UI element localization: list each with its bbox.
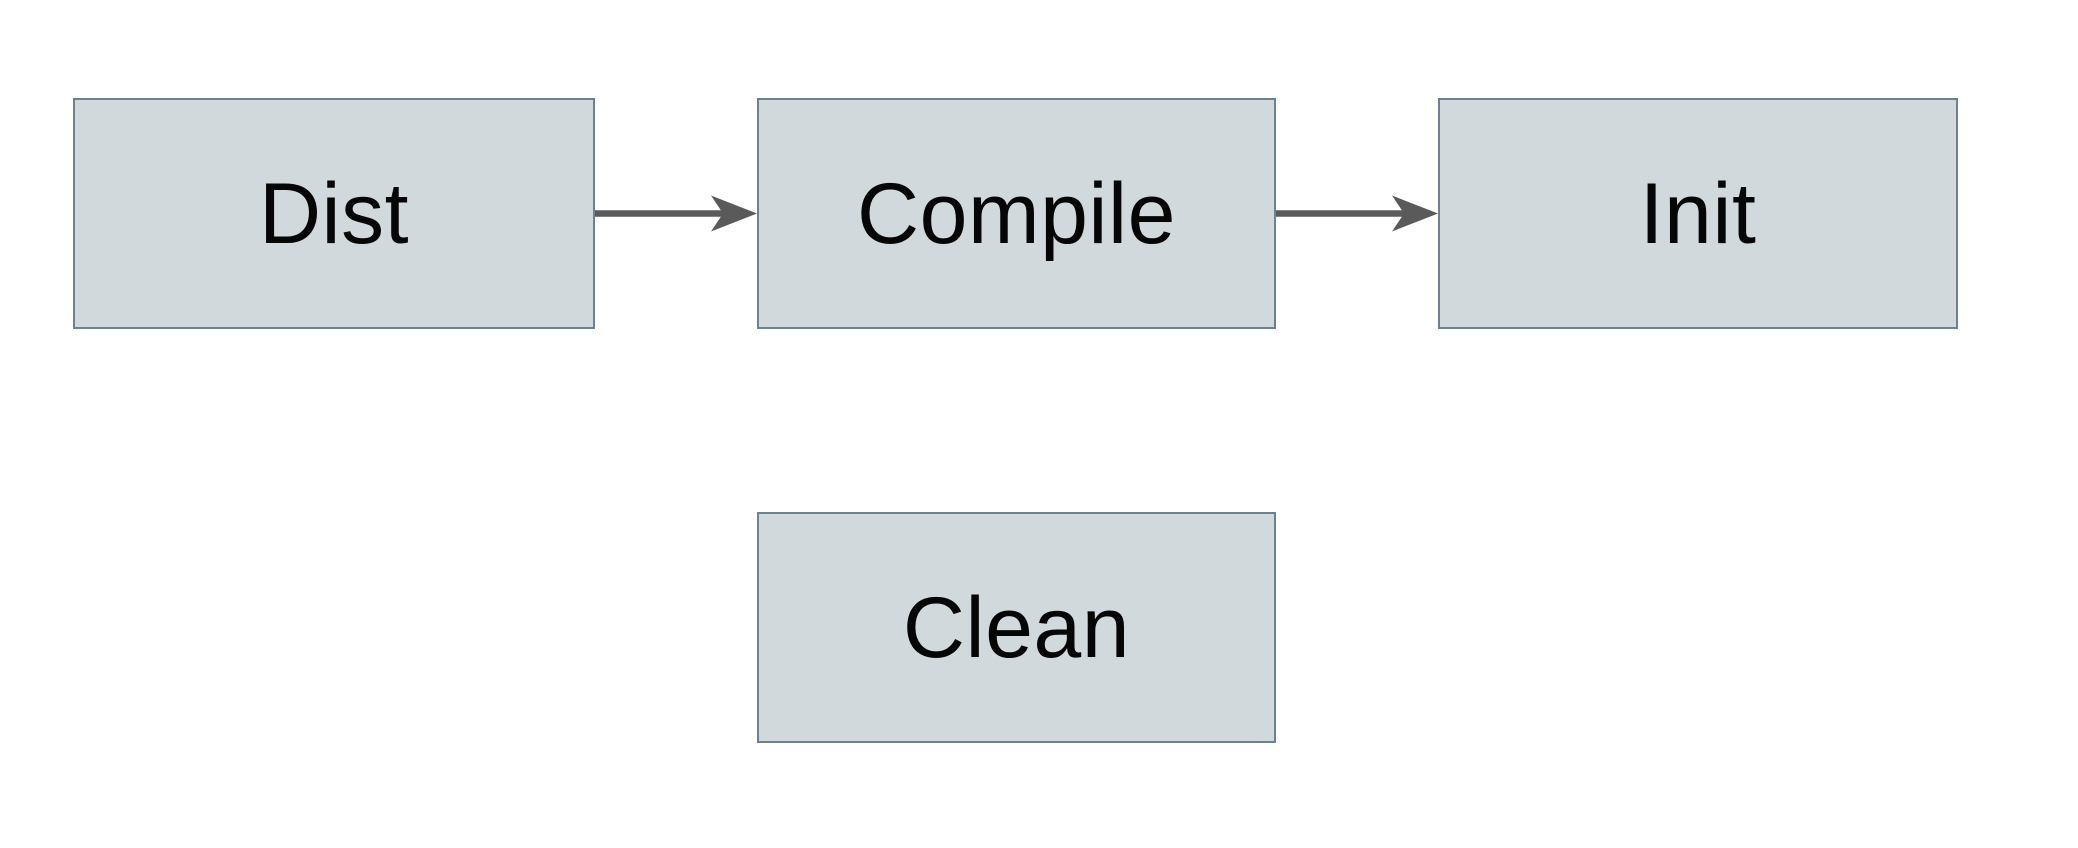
- flow-node-clean: Clean: [757, 512, 1276, 743]
- edge-arrow-dist-compile: [595, 195, 757, 232]
- edge-arrow-compile-init: [1276, 195, 1438, 232]
- flow-node-dist: Dist: [73, 98, 595, 329]
- flow-node-init: Init: [1438, 98, 1958, 329]
- node-label-clean: Clean: [902, 579, 1131, 676]
- node-label-init: Init: [1639, 165, 1757, 262]
- node-label-compile: Compile: [857, 165, 1176, 262]
- node-label-dist: Dist: [258, 165, 410, 262]
- flow-node-compile: Compile: [757, 98, 1276, 329]
